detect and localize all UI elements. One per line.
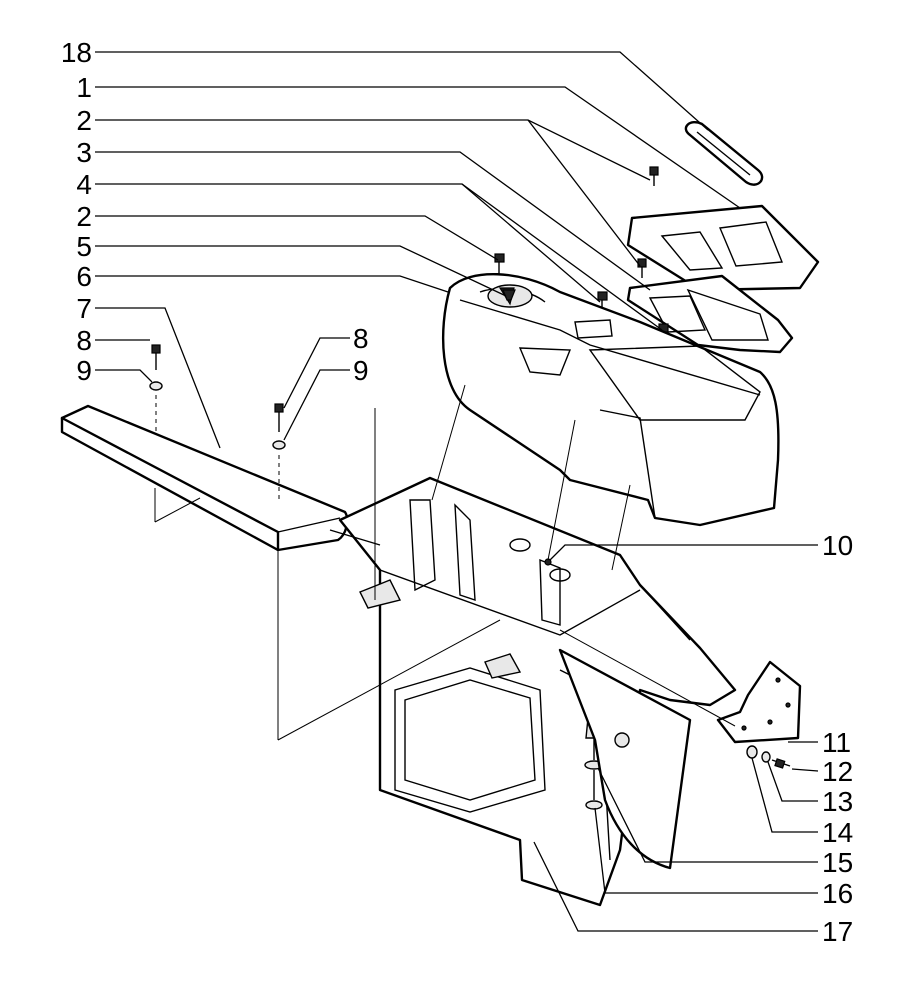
callout-11: 11 xyxy=(822,727,851,758)
callout-15: 15 xyxy=(822,847,853,878)
callout-7: 7 xyxy=(76,293,92,324)
part-11-mounting-plate xyxy=(716,660,802,744)
callout-14: 14 xyxy=(822,817,853,848)
part-7-armrest xyxy=(60,404,349,552)
callout-2-upper: 2 xyxy=(76,105,92,136)
callout-8-left: 8 xyxy=(76,325,92,356)
callout-13: 13 xyxy=(822,786,853,817)
callout-9-right: 9 xyxy=(353,355,369,386)
leader-lines xyxy=(95,51,819,932)
callout-10: 10 xyxy=(822,530,853,561)
alignment-lines xyxy=(154,384,736,741)
callout-16: 16 xyxy=(822,878,853,909)
callout-17: 17 xyxy=(822,916,853,947)
part-17-fender xyxy=(558,648,692,870)
part-18-grip xyxy=(684,121,764,186)
console-frame xyxy=(329,476,737,907)
callout-1: 1 xyxy=(76,72,92,103)
callout-6: 6 xyxy=(76,261,92,292)
part-12-13-14-hardware xyxy=(746,745,791,769)
part-10-loops xyxy=(509,538,571,582)
part-5-cap xyxy=(502,289,516,301)
callout-3: 3 xyxy=(76,137,92,168)
part-8-9-fasteners xyxy=(149,344,286,500)
callout-18: 18 xyxy=(61,37,92,68)
callout-2-lower: 2 xyxy=(76,201,92,232)
callout-4: 4 xyxy=(76,169,92,200)
part-1-cover-plate xyxy=(626,204,820,292)
callout-5: 5 xyxy=(76,231,92,262)
callout-9-left: 9 xyxy=(76,355,92,386)
callout-12: 12 xyxy=(822,756,853,787)
callout-labels: 18 1 2 3 4 2 5 6 7 8 9 8 9 10 11 12 13 1… xyxy=(61,37,853,947)
part-3-gasket xyxy=(626,274,794,354)
callout-8-right: 8 xyxy=(353,323,369,354)
